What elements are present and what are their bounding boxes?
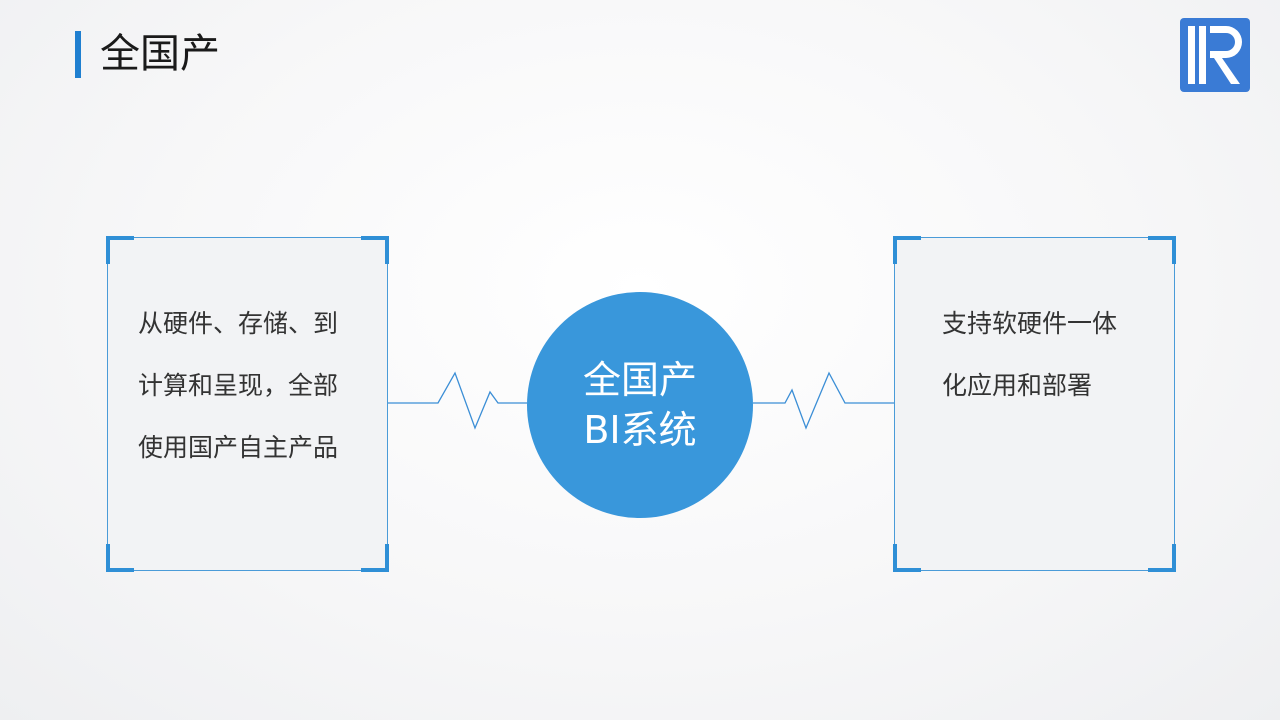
corner-bracket <box>106 236 134 264</box>
corner-bracket <box>106 544 134 572</box>
center-node-line: BI系统 <box>583 408 697 452</box>
right-box-text: 支持软硬件一体 化应用和部署 <box>942 293 1142 417</box>
right-info-box: 支持软硬件一体 化应用和部署 <box>893 236 1176 572</box>
corner-bracket <box>1148 236 1176 264</box>
corner-bracket <box>361 236 389 264</box>
right-box-line: 化应用和部署 <box>942 371 1093 400</box>
corner-bracket <box>893 544 921 572</box>
center-node: 全国产 BI系统 <box>527 292 753 518</box>
company-logo-icon <box>1180 18 1250 92</box>
corner-bracket <box>893 236 921 264</box>
center-node-line: 全国产 <box>582 358 697 402</box>
right-zigzag-line <box>753 371 894 430</box>
left-info-box: 从硬件、存储、到 计算和呈现，全部 使用国产自主产品 <box>106 236 389 572</box>
left-box-line: 计算和呈现，全部 <box>138 371 339 400</box>
left-box-text: 从硬件、存储、到 计算和呈现，全部 使用国产自主产品 <box>138 293 368 479</box>
left-box-line: 使用国产自主产品 <box>138 433 339 462</box>
left-box-line: 从硬件、存储、到 <box>138 309 339 338</box>
right-box-line: 支持软硬件一体 <box>942 309 1118 338</box>
title-accent-bar <box>75 31 81 78</box>
page-title: 全国产 <box>100 31 220 77</box>
corner-bracket <box>361 544 389 572</box>
left-zigzag-line <box>388 371 527 430</box>
corner-bracket <box>1148 544 1176 572</box>
